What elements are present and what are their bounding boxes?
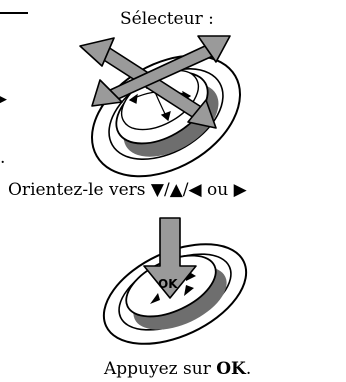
orient-instruction: Orientez-le vers ▼/▲/◀ ou ▶ <box>8 180 247 200</box>
press-down-arrow <box>143 217 197 299</box>
left-edge-marker: ▶ <box>0 92 7 107</box>
press-ok-prefix: Appuyez sur <box>104 359 217 379</box>
top-rule <box>0 12 28 14</box>
left-edge-dot: . <box>0 148 6 168</box>
selector-title: Sélecteur : <box>120 9 214 29</box>
press-ok-suffix: . <box>245 359 252 379</box>
ok-button-label: OK <box>158 277 178 291</box>
four-way-arrow <box>79 35 231 129</box>
press-ok-key: OK <box>216 359 246 379</box>
press-ok-instruction: Appuyez sur OK. <box>104 359 251 379</box>
